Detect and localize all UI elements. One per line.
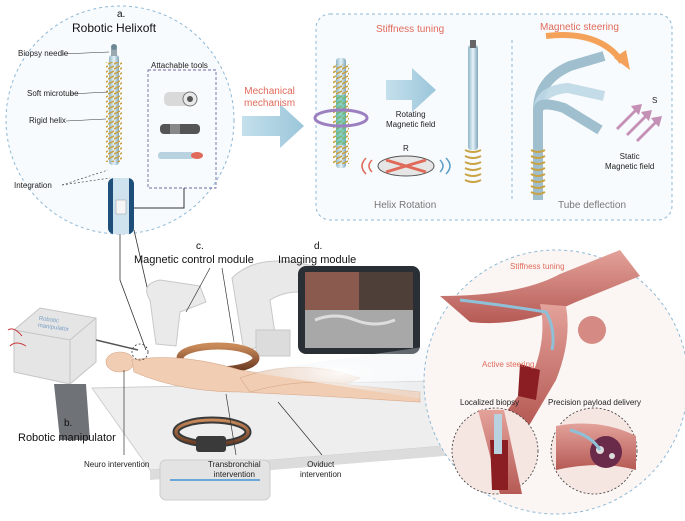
helix-device-illustration (106, 44, 122, 165)
rotating-helix-illustration (313, 58, 369, 168)
zoom-stiffness-tuning-label: Stiffness tuning (510, 262, 565, 271)
rotating-field-line1: Rotating (395, 110, 426, 119)
s-label: S (652, 96, 658, 105)
integration-illustration (108, 178, 134, 234)
magnetic-robot-arm (146, 279, 207, 347)
steering-tubes-illustration (530, 32, 630, 200)
rotating-field-label: Rotating Magnetic field (386, 110, 435, 130)
mechanism-label-line2: mechanism (244, 98, 296, 109)
oviduct-line2: intervention (300, 470, 342, 479)
panel-d-letter: d. (314, 241, 323, 252)
robotic-manipulator-illustration (7, 307, 149, 440)
panel-a-letter: a. (117, 9, 126, 20)
static-field-label: Static Magnetic field (605, 152, 654, 172)
rotating-magnet-illustration (361, 155, 451, 177)
oviduct-label: Oviduct intervention (300, 460, 341, 480)
r-label: R (403, 144, 409, 153)
oviduct-line1: Oviduct (307, 460, 335, 469)
zoom-active-steering-label: Active steering (482, 360, 535, 369)
static-field-line1: Static (619, 152, 640, 161)
transbronchial-line1: Transbronchial (208, 460, 261, 469)
imaging-monitor (298, 266, 420, 354)
label-soft-microtube: Soft microtube (27, 89, 79, 98)
rotating-field-line2: Magnetic field (386, 120, 436, 129)
panel-b-letter: b. (64, 418, 73, 429)
magnetic-steering-title: Magnetic steering (540, 22, 619, 33)
robotic-manipulator-label: Robotic manipulator (18, 432, 116, 444)
neuro-intervention-label: Neuro intervention (84, 460, 150, 469)
tube-deflection-caption: Tube deflection (558, 200, 627, 211)
static-field-line2: Magnetic field (605, 162, 655, 171)
localized-biopsy-label: Localized biopsy (460, 398, 520, 407)
panel-a-title: Robotic Helixoft (72, 21, 157, 35)
imaging-module-label: Imaging module (278, 254, 357, 266)
label-biopsy-needle: Biopsy needle (18, 49, 69, 58)
mechanism-arrow (242, 104, 304, 148)
stiffened-tube-illustration (464, 40, 482, 183)
panel-c-letter: c. (196, 241, 204, 252)
label-rigid-helix: Rigid helix (29, 116, 66, 125)
tool-icons (158, 91, 203, 159)
stiffness-tuning-title: Stiffness tuning (376, 24, 445, 35)
mechanism-panel (315, 13, 673, 221)
mechanism-label-line1: Mechanical (244, 86, 295, 97)
static-field-arrows (616, 104, 662, 142)
helix-rotation-caption: Helix Rotation (374, 200, 437, 211)
magnetic-control-module-label: Magnetic control module (134, 254, 254, 266)
precision-payload-label: Precision payload delivery (548, 398, 641, 407)
transbronchial-line2: intervention (213, 470, 255, 479)
mechanism-label: Mechanical mechanism (244, 86, 295, 110)
zoom-beam (250, 346, 430, 400)
label-attachable-tools: Attachable tools (151, 61, 208, 70)
transbronchial-label: Transbronchial intervention (208, 460, 261, 480)
attachable-tools-box (147, 69, 217, 189)
vessel-illustration (440, 250, 640, 424)
label-integration: Integration (14, 181, 52, 190)
